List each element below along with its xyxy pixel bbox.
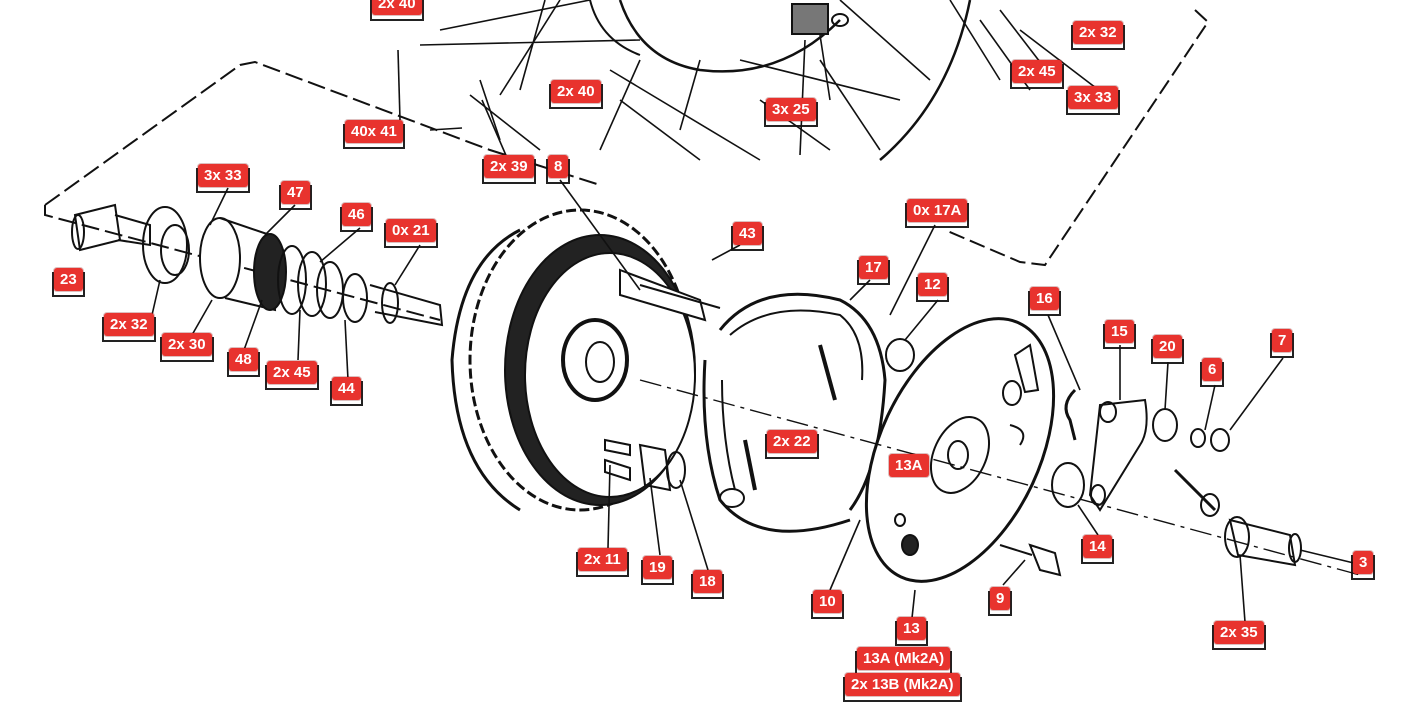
part-callout-10[interactable]: 10 — [811, 590, 844, 619]
backing-plate — [864, 317, 1056, 583]
part-callout-2x40-mid[interactable]: 2x 40 — [549, 80, 603, 109]
part-callout-40x41[interactable]: 40x 41 — [343, 120, 405, 149]
part-callout-3x25[interactable]: 3x 25 — [764, 98, 818, 127]
brake-shoes — [702, 292, 915, 533]
part-callout-3x33-right[interactable]: 3x 33 — [1066, 86, 1120, 115]
part-callout-0x21[interactable]: 0x 21 — [384, 219, 438, 248]
part-callout-3x33-left[interactable]: 3x 33 — [196, 164, 250, 193]
hub-plane-outline — [44, 60, 601, 206]
wheel-spokes — [419, 0, 1031, 161]
part-callout-2x13b-mk2a[interactable]: 2x 13B (Mk2A) — [843, 673, 962, 702]
part-callout-23[interactable]: 23 — [52, 268, 85, 297]
part-callout-43[interactable]: 43 — [731, 222, 764, 251]
part-callout-2x45-left[interactable]: 2x 45 — [265, 361, 319, 390]
part-callout-13[interactable]: 13 — [895, 617, 928, 646]
leader-lines — [151, 9, 1363, 623]
part-callout-19[interactable]: 19 — [641, 556, 674, 585]
right-side-parts — [999, 388, 1302, 577]
part-callout-13a[interactable]: 13A — [887, 454, 931, 483]
part-callout-44[interactable]: 44 — [330, 377, 363, 406]
part-callout-2x39[interactable]: 2x 39 — [482, 155, 536, 184]
part-callout-48[interactable]: 48 — [227, 348, 260, 377]
part-callout-46[interactable]: 46 — [340, 203, 373, 232]
part-callout-3[interactable]: 3 — [1350, 551, 1376, 580]
part-callout-2x40-top[interactable]: 2x 40 — [370, 0, 424, 21]
part-callout-2x32-left[interactable]: 2x 32 — [102, 313, 156, 342]
part-callout-2x22[interactable]: 2x 22 — [765, 430, 819, 459]
part-callout-0x17a[interactable]: 0x 17A — [904, 199, 970, 228]
part-callout-15[interactable]: 15 — [1103, 320, 1136, 349]
wheel-plane-outline — [944, 9, 1210, 267]
part-callout-2x30[interactable]: 2x 30 — [160, 333, 214, 362]
part-callout-2x35[interactable]: 2x 35 — [1212, 621, 1266, 650]
axle-left — [71, 203, 444, 327]
part-callout-47[interactable]: 47 — [279, 181, 312, 210]
part-callout-2x11[interactable]: 2x 11 — [576, 548, 629, 577]
part-callout-14[interactable]: 14 — [1081, 535, 1114, 564]
part-callout-9[interactable]: 9 — [987, 587, 1013, 616]
part-callout-6[interactable]: 6 — [1199, 358, 1225, 387]
part-callout-17[interactable]: 17 — [857, 256, 890, 285]
axle-centre-line — [639, 379, 1361, 576]
part-callout-13a-mk2a[interactable]: 13A (Mk2A) — [854, 647, 953, 676]
part-callout-7[interactable]: 7 — [1269, 329, 1295, 358]
part-callout-8[interactable]: 8 — [545, 155, 571, 184]
part-callout-2x32-right[interactable]: 2x 32 — [1071, 21, 1125, 50]
part-callout-20[interactable]: 20 — [1151, 335, 1184, 364]
part-callout-12[interactable]: 12 — [916, 273, 949, 302]
part-callout-2x45-right[interactable]: 2x 45 — [1010, 60, 1064, 89]
part-callout-18[interactable]: 18 — [691, 570, 724, 599]
sprocket-drum — [450, 208, 721, 512]
part-callout-16[interactable]: 16 — [1028, 287, 1061, 316]
bolts-bottom — [604, 438, 686, 492]
